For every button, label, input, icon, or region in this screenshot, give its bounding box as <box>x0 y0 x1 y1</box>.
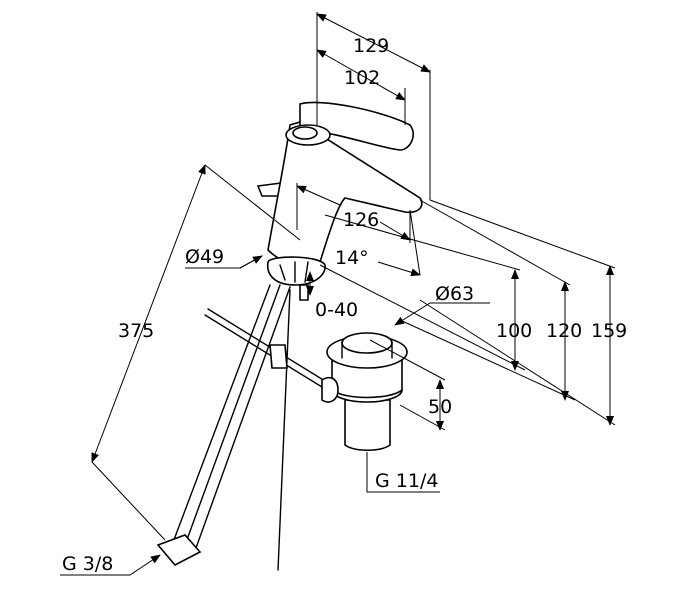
dim-diameter-63: Ø63 <box>435 283 474 305</box>
thread-g-3-8: G 3/8 <box>62 553 113 575</box>
dim-50: 50 <box>428 396 452 418</box>
dim-100: 100 <box>496 320 532 342</box>
dim-102: 102 <box>344 67 380 89</box>
pop-up-waste <box>321 332 408 452</box>
supply-hoses <box>156 284 339 571</box>
dim-129: 129 <box>353 35 389 57</box>
dim-159: 159 <box>591 320 627 342</box>
dimension-lines <box>60 12 616 576</box>
dim-0-40: 0-40 <box>315 299 358 321</box>
dim-375: 375 <box>118 320 154 342</box>
faucet-body <box>256 101 423 301</box>
dim-126: 126 <box>343 209 379 231</box>
dim-diameter-49: Ø49 <box>185 246 224 268</box>
thread-g-11-4: G 11/4 <box>375 470 438 492</box>
dim-120: 120 <box>546 320 582 342</box>
dim-14-deg: 14° <box>335 247 369 269</box>
